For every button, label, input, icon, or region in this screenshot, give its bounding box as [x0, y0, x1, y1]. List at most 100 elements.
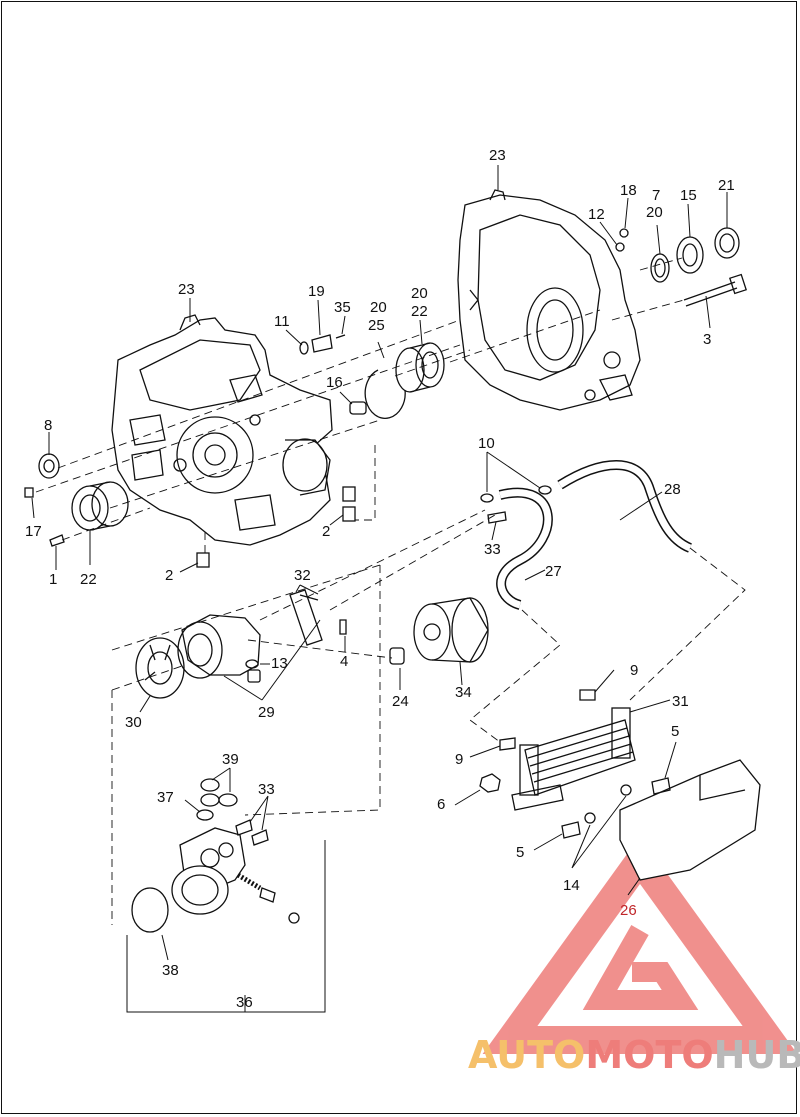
hose-27 [496, 487, 553, 610]
seals-39 [200, 778, 238, 807]
washer-adapter [288, 912, 300, 924]
callout-5-bottom: 5 [516, 844, 525, 861]
callout-4: 4 [340, 653, 349, 670]
plug-2-upper [342, 486, 356, 502]
callout-20-mid: 20 [370, 299, 387, 316]
seal-20-top [650, 253, 670, 283]
callout-25: 25 [368, 317, 385, 334]
callout-12: 12 [588, 206, 605, 223]
callout-21: 21 [718, 177, 735, 194]
callout-6: 6 [437, 796, 446, 813]
cooler-cover-26 [619, 759, 761, 881]
nut-6 [479, 773, 501, 793]
callout-8: 8 [44, 417, 53, 434]
bearing-15 [676, 236, 704, 274]
callout-27: 27 [545, 563, 562, 580]
callout-22-left: 22 [80, 571, 97, 588]
callout-20-top: 20 [646, 204, 663, 221]
callout-24: 24 [392, 693, 409, 710]
callout-16: 16 [326, 374, 343, 391]
screw-35 [335, 334, 346, 339]
screw-5-top [651, 777, 671, 795]
grommet-14-b [620, 784, 632, 796]
callout-17: 17 [25, 523, 42, 540]
spring [236, 872, 262, 891]
fitting-33-top [487, 511, 507, 524]
pin-17 [24, 487, 34, 498]
gasket-32 [289, 589, 323, 646]
callout-37: 37 [157, 789, 174, 806]
callout-39: 39 [222, 751, 239, 768]
ball-18 [619, 228, 629, 238]
callout-36: 36 [236, 994, 253, 1011]
callout-2-bottom: 2 [165, 567, 174, 584]
callout-5-top: 5 [671, 723, 680, 740]
bearing-22-left [71, 481, 129, 531]
callout-33-bottom: 33 [258, 781, 275, 798]
callout-9-top: 9 [630, 662, 639, 679]
callout-20-right: 20 [411, 285, 428, 302]
oil-cooler-31 [511, 707, 636, 811]
assembly-lines [35, 257, 746, 925]
callout-9-mid: 9 [455, 751, 464, 768]
watermark-part-moto: MOTO [585, 1033, 714, 1077]
callout-23-right: 23 [489, 147, 506, 164]
callout-23-left: 23 [178, 281, 195, 298]
nipple-24 [389, 647, 405, 665]
callout-34: 34 [455, 684, 472, 701]
watermark-part-auto: AUTO [468, 1033, 586, 1077]
clamp-10-right [538, 485, 552, 495]
screw-1 [49, 534, 65, 547]
fitting-33-b [251, 829, 269, 846]
callout-3: 3 [703, 331, 712, 348]
oring-38 [131, 887, 169, 933]
filter-adapter-36 [171, 827, 246, 915]
callout-30: 30 [125, 714, 142, 731]
clamp-9-mid [499, 737, 516, 751]
callout-7: 7 [652, 187, 661, 204]
oil-filter-34 [413, 597, 489, 663]
triangle-g-logo-icon [482, 836, 798, 1054]
callout-13: 13 [271, 655, 288, 672]
left-crankcase [111, 314, 333, 546]
bushing-21 [714, 227, 740, 259]
callout-31: 31 [672, 693, 689, 710]
bushing-16 [349, 401, 367, 415]
oring-13 [245, 659, 259, 669]
plug-adapter [259, 887, 276, 903]
callout-18: 18 [620, 182, 637, 199]
watermark-part-hub: HUB [713, 1033, 800, 1077]
plug-2-bottom [196, 552, 210, 568]
clamp-10-left [480, 493, 494, 503]
callout-22-right: 22 [411, 303, 428, 320]
screw-5-bottom [561, 821, 581, 839]
callout-38: 38 [162, 962, 179, 979]
callout-10: 10 [478, 435, 495, 452]
callout-29: 29 [258, 704, 275, 721]
callout-35: 35 [334, 299, 351, 316]
callout-26: 26 [620, 902, 637, 919]
part-19 [311, 334, 333, 353]
callout-11: 11 [274, 313, 290, 330]
callout-33-top: 33 [484, 541, 501, 558]
watermark-text: AUTOMOTOHUB [468, 1033, 800, 1077]
clamp-9-top [579, 689, 596, 701]
gerotor-30 [135, 637, 185, 699]
retaining-ring-25 [364, 369, 406, 419]
callout-14: 14 [563, 877, 580, 894]
oring-37 [196, 809, 214, 821]
callout-15: 15 [680, 187, 697, 204]
callout-2-right: 2 [322, 523, 331, 540]
part-12 [615, 242, 625, 252]
callout-28: 28 [664, 481, 681, 498]
leader-lines [31, 165, 728, 1013]
bearing-8 [38, 453, 60, 479]
right-crankcase [457, 189, 641, 411]
bolt-3 [683, 273, 747, 307]
callout-1: 1 [49, 571, 58, 588]
fitting-33-a [235, 819, 253, 836]
callout-32: 32 [294, 567, 311, 584]
grommet-14-a [584, 812, 596, 824]
